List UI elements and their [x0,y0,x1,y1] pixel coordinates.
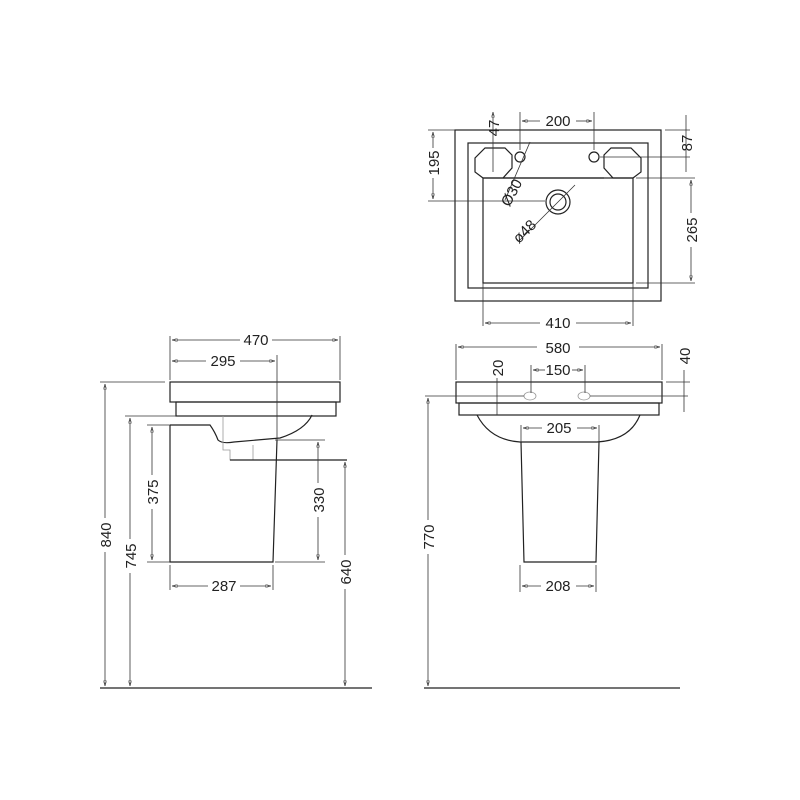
waste-outlet [545,189,571,215]
dim-375: 375 [145,479,162,504]
dim-87: 87 [679,135,696,152]
dim-20: 20 [490,360,507,377]
dim-195: 195 [426,150,443,175]
tap-hole-right [588,151,600,163]
dim-410: 410 [545,315,570,332]
dim-745: 745 [123,543,140,568]
dim-640: 640 [338,559,355,584]
top-view: 47 200 87 195 Ø30 ø48 265 410 [425,112,701,332]
dim-40: 40 [677,348,694,365]
dim-tap-dia: Ø30 [498,176,526,209]
dim-770: 770 [421,524,438,549]
dim-200: 200 [545,113,570,130]
dim-470: 470 [243,332,268,349]
dim-580: 580 [545,340,570,357]
dim-150: 150 [545,362,570,379]
dim-287: 287 [211,578,236,595]
side-view: 470 295 840 745 375 330 640 [97,332,372,689]
dim-waste-dia: ø48 [510,217,540,247]
dim-295: 295 [210,353,235,370]
dim-330: 330 [311,487,328,512]
front-view: 580 40 20 150 205 208 770 [420,340,694,689]
dim-208: 208 [545,578,570,595]
dim-840: 840 [98,522,115,547]
dim-265: 265 [684,217,701,242]
tap-hole-left [514,151,526,163]
dim-47: 47 [486,120,503,137]
dim-205: 205 [546,420,571,437]
